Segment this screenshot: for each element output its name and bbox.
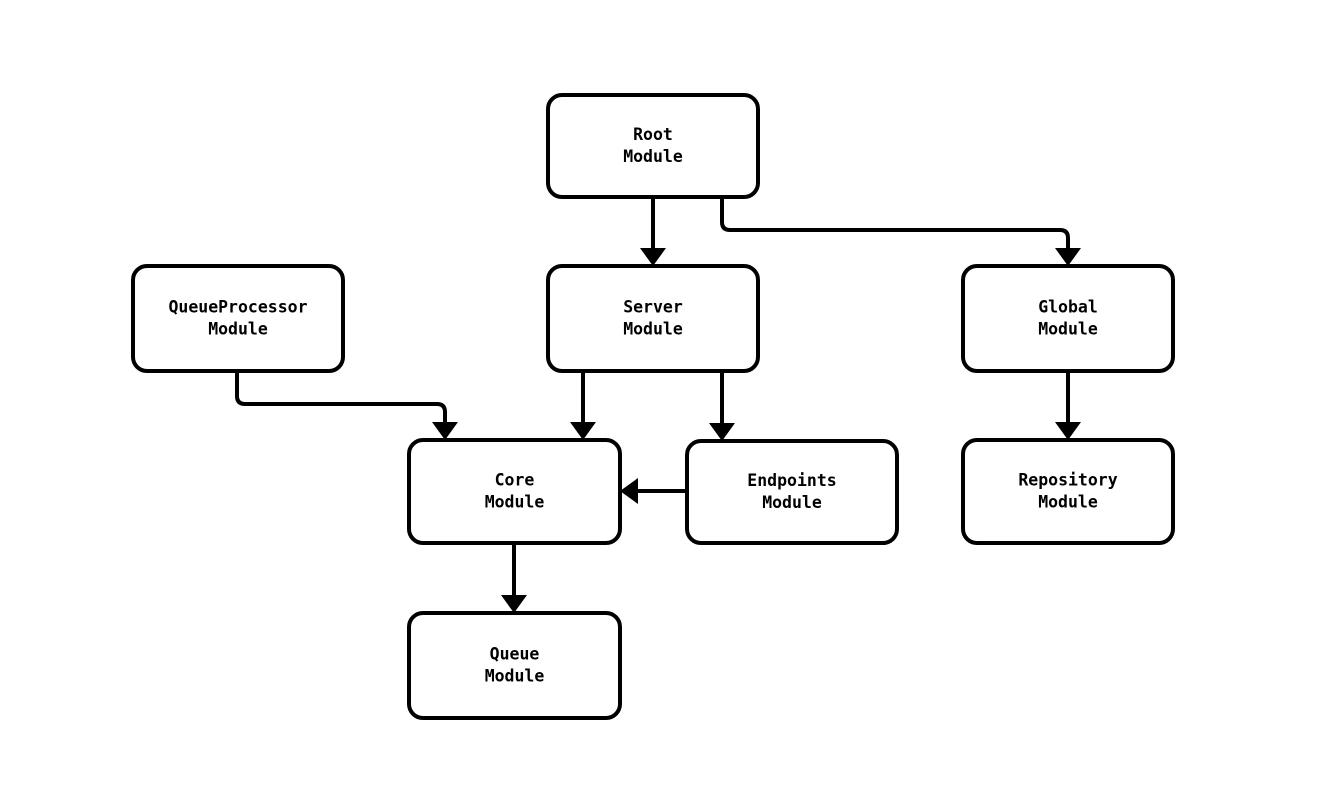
arrow-head-icon [640, 248, 666, 266]
arrow-head-icon [1055, 422, 1081, 440]
arrow-head-icon [1055, 248, 1081, 266]
node-box-server[interactable] [546, 264, 760, 373]
node-label-line2: Module [623, 147, 683, 166]
edge-core-to-queue [501, 543, 527, 613]
node-label-line2: Module [1038, 319, 1098, 338]
node-label-line1: Endpoints [747, 471, 836, 490]
edge-root-to-server [640, 197, 666, 266]
node-label-line2: Module [623, 319, 683, 338]
node-box-root[interactable] [546, 93, 760, 199]
arrow-head-icon [432, 422, 458, 440]
edge-server-to-core [570, 371, 596, 440]
edge-root-to-global [720, 197, 1081, 266]
node-label-line2: Module [485, 666, 545, 685]
edge-server-to-endpoints [709, 371, 735, 441]
arrow-head-icon [620, 478, 638, 504]
node-box-repository[interactable] [961, 438, 1175, 545]
edge-endpoints-to-core [620, 478, 687, 504]
node-label-line1: QueueProcessor [168, 297, 307, 316]
arrow-head-icon [570, 422, 596, 440]
node-box-queueprocessor[interactable] [131, 264, 345, 373]
node-label-line2: Module [1038, 492, 1098, 511]
node-label-line1: Root [633, 125, 673, 144]
node-label-line1: Repository [1018, 470, 1117, 489]
node-box-global[interactable] [961, 264, 1175, 373]
node-label-line2: Module [762, 493, 822, 512]
edge-global-to-repository [1055, 371, 1081, 440]
arrow-head-icon [501, 595, 527, 613]
node-box-queue[interactable] [407, 611, 622, 720]
node-label-line1: Global [1038, 297, 1098, 316]
node-label-line2: Module [208, 319, 268, 338]
node-label-line1: Core [495, 470, 535, 489]
edge-line [235, 371, 447, 424]
node-label-line1: Server [623, 297, 683, 316]
node-box-core[interactable] [407, 438, 622, 545]
edges-layer [235, 197, 1081, 613]
arrow-head-icon [709, 423, 735, 441]
node-box-endpoints[interactable] [685, 439, 899, 545]
edge-queueprocessor-to-core [235, 371, 458, 440]
node-label-line1: Queue [490, 644, 540, 663]
node-label-line2: Module [485, 492, 545, 511]
edge-line [720, 197, 1070, 250]
